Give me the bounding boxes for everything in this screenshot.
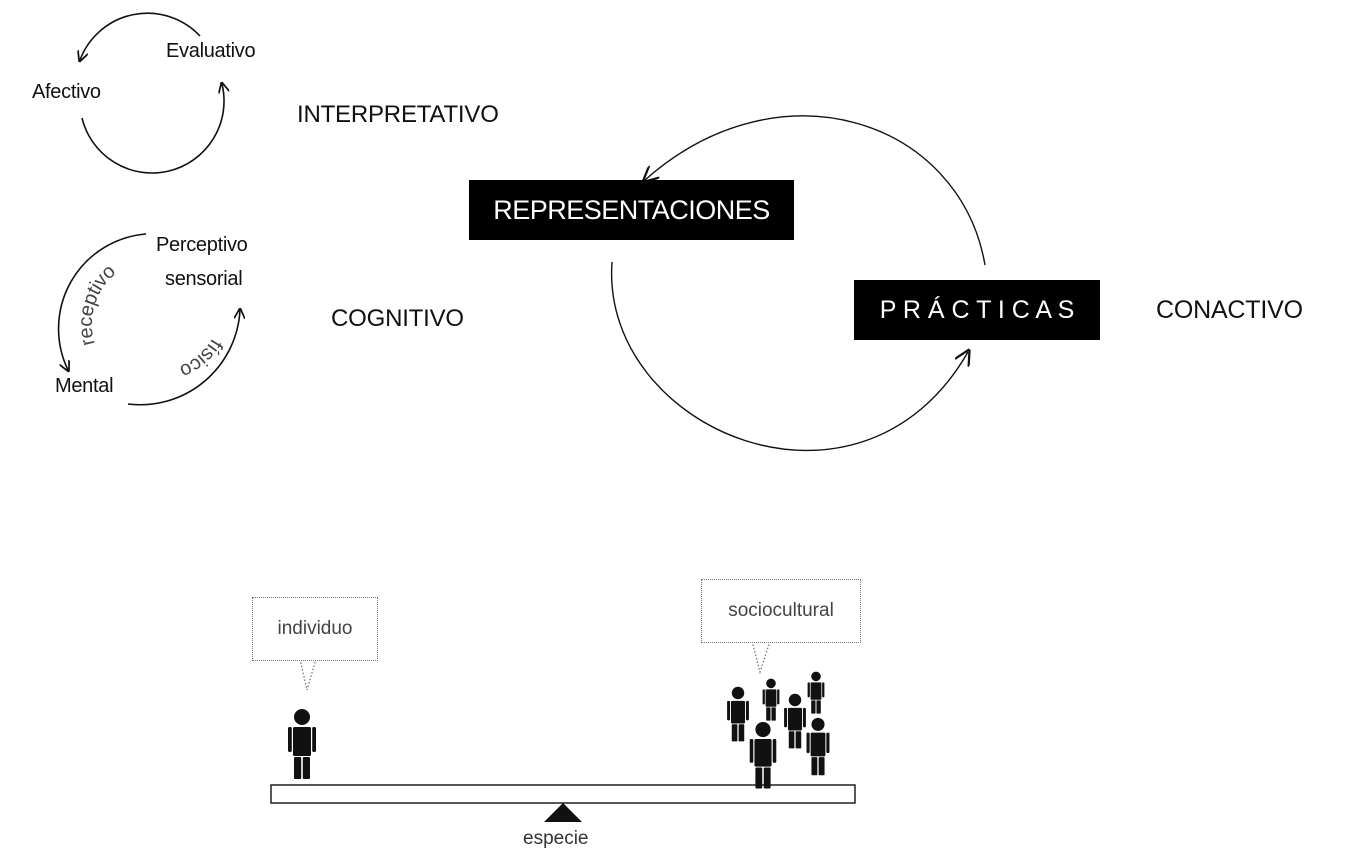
person-icon	[749, 721, 777, 789]
box-practicas-label: P R Á C T I C A S	[879, 295, 1075, 324]
arc-evaluativo-to-afectivo	[80, 12, 201, 60]
node-perceptivo: Perceptivo	[156, 234, 248, 256]
label-conativo: CONACTIVO	[1156, 296, 1303, 324]
node-sensorial: sensorial	[165, 268, 243, 290]
box-representaciones: REPRESENTACIONES	[469, 180, 794, 240]
bubble-sociocultural: sociocultural	[701, 579, 861, 643]
person-icon	[807, 671, 825, 714]
label-cognitivo: COGNITIVO	[331, 305, 464, 332]
arc-perceptivo-to-mental	[57, 233, 147, 370]
bubble-individuo: individuo	[252, 597, 378, 661]
balance-fulcrum	[544, 803, 582, 822]
svg-text:físico: físico	[177, 335, 227, 382]
box-practicas: P R Á C T I C A S	[854, 280, 1100, 340]
node-evaluativo: Evaluativo	[166, 40, 256, 62]
arc-afectivo-to-evaluativo	[81, 84, 224, 174]
node-mental: Mental	[55, 375, 114, 397]
bubble-tail-sociocultural	[751, 640, 771, 675]
bubble-sociocultural-label: sociocultural	[728, 600, 834, 621]
label-especie: especie	[523, 828, 589, 849]
person-individuo-icon	[288, 709, 316, 779]
arc-representaciones-to-practicas	[611, 261, 968, 452]
arc-label-fisico: físico	[177, 335, 228, 382]
person-icon	[727, 686, 749, 742]
arc-practicas-to-representaciones	[645, 115, 986, 266]
bubble-tail-individuo	[299, 658, 317, 691]
people-figures	[288, 671, 830, 789]
label-interpretativo: INTERPRETATIVO	[297, 101, 499, 128]
arc-label-receptivo: receptivo	[75, 260, 120, 348]
bubble-individuo-label: individuo	[277, 618, 353, 639]
person-icon	[762, 678, 780, 721]
arc-mental-to-perceptivo	[127, 310, 240, 406]
box-representaciones-label: REPRESENTACIONES	[493, 194, 770, 225]
svg-text:receptivo: receptivo	[75, 260, 120, 348]
node-afectivo: Afectivo	[32, 81, 101, 103]
person-icon	[806, 717, 830, 776]
person-icon	[784, 693, 806, 749]
